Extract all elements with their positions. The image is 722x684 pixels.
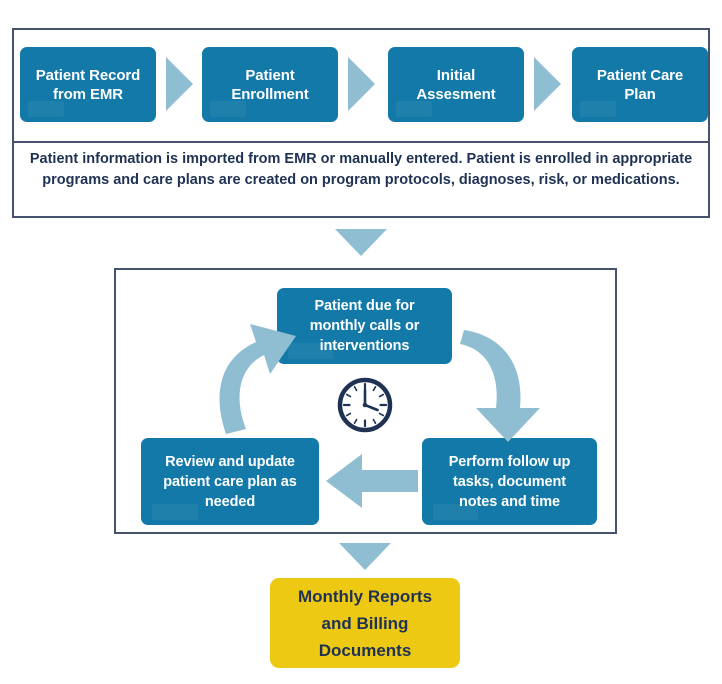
cycle-step-patient-due-for-monthly-calls[interactable]: Patient due for monthly calls or interve… bbox=[277, 288, 452, 364]
cycle-step-review-and-update-care-plan[interactable]: Review and update patient care plan as n… bbox=[141, 438, 319, 525]
clock-icon bbox=[336, 376, 394, 434]
chevron-right-icon bbox=[348, 57, 375, 111]
curved-arrow-up-right-icon bbox=[208, 322, 304, 440]
cycle-step-label: Patient due for monthly calls or interve… bbox=[309, 298, 420, 354]
output-monthly-reports-and-billing-documents[interactable]: Monthly Reports and Billing Documents bbox=[270, 578, 460, 668]
chevron-right-icon bbox=[534, 57, 561, 111]
process-step-label: Patient Record from EMR bbox=[35, 66, 141, 103]
process-step-label: Patient Enrollment bbox=[231, 66, 309, 103]
curved-arrow-down-right-icon bbox=[458, 322, 568, 447]
arrow-down-icon bbox=[335, 229, 387, 256]
process-step-patient-enrollment[interactable]: Patient Enrollment bbox=[202, 47, 338, 122]
output-label: Monthly Reports and Billing Documents bbox=[297, 586, 433, 660]
process-step-label: Initial Assesment bbox=[416, 66, 496, 103]
process-step-patient-record-from-emr[interactable]: Patient Record from EMR bbox=[20, 47, 156, 122]
process-description: Patient information is imported from EMR… bbox=[29, 151, 693, 189]
process-step-label: Patient Care Plan bbox=[596, 66, 684, 103]
arrow-left-icon bbox=[326, 452, 418, 510]
panel-divider bbox=[12, 141, 710, 143]
cycle-step-perform-follow-up-tasks[interactable]: Perform follow up tasks, document notes … bbox=[422, 438, 597, 525]
cycle-step-label: Perform follow up tasks, document notes … bbox=[448, 453, 571, 510]
process-step-patient-care-plan[interactable]: Patient Care Plan bbox=[572, 47, 708, 122]
cycle-step-label: Review and update patient care plan as n… bbox=[163, 453, 297, 510]
process-step-initial-assesment[interactable]: Initial Assesment bbox=[388, 47, 524, 122]
arrow-down-icon bbox=[339, 543, 391, 570]
chevron-right-icon bbox=[166, 57, 193, 111]
